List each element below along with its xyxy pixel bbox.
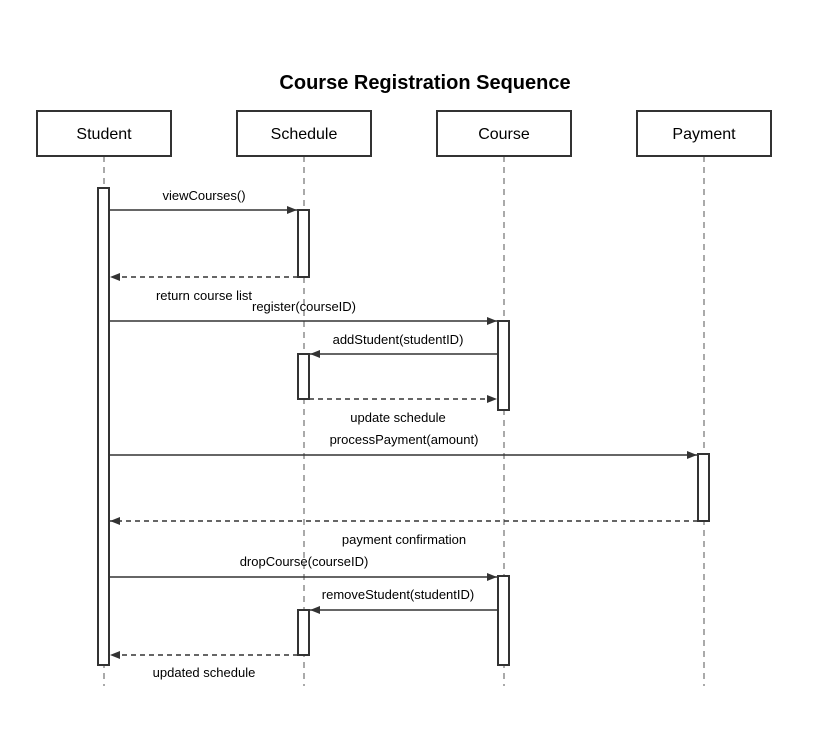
message-label-update-schedule: update schedule	[350, 410, 445, 425]
message-label-updated-schedule: updated schedule	[153, 665, 256, 680]
message-label-process-payment: processPayment(amount)	[330, 432, 479, 447]
message-label-add-student: addStudent(studentID)	[333, 332, 464, 347]
participant-payment-label: Payment	[672, 126, 736, 143]
activation-schedule-1	[297, 209, 310, 278]
participant-schedule: Schedule	[236, 110, 372, 157]
activation-course-1	[497, 320, 510, 411]
message-label-payment-confirmation: payment confirmation	[342, 532, 466, 547]
message-label-remove-student: removeStudent(studentID)	[322, 587, 474, 602]
activation-schedule-3	[297, 609, 310, 656]
participant-course-label: Course	[478, 126, 530, 143]
message-label-drop-course: dropCourse(courseID)	[240, 554, 369, 569]
participant-payment: Payment	[636, 110, 772, 157]
message-label-view-courses: viewCourses()	[162, 188, 245, 203]
participant-student: Student	[36, 110, 172, 157]
activation-payment	[697, 453, 710, 522]
activation-student	[97, 187, 110, 666]
participant-schedule-label: Schedule	[271, 126, 338, 143]
message-label-return-course-list: return course list	[156, 288, 252, 303]
activation-course-2	[497, 575, 510, 666]
activation-schedule-2	[297, 353, 310, 400]
diagram-title: Course Registration Sequence	[279, 72, 570, 94]
participant-course: Course	[436, 110, 572, 157]
message-label-register: register(courseID)	[252, 299, 356, 314]
participant-student-label: Student	[76, 126, 132, 143]
